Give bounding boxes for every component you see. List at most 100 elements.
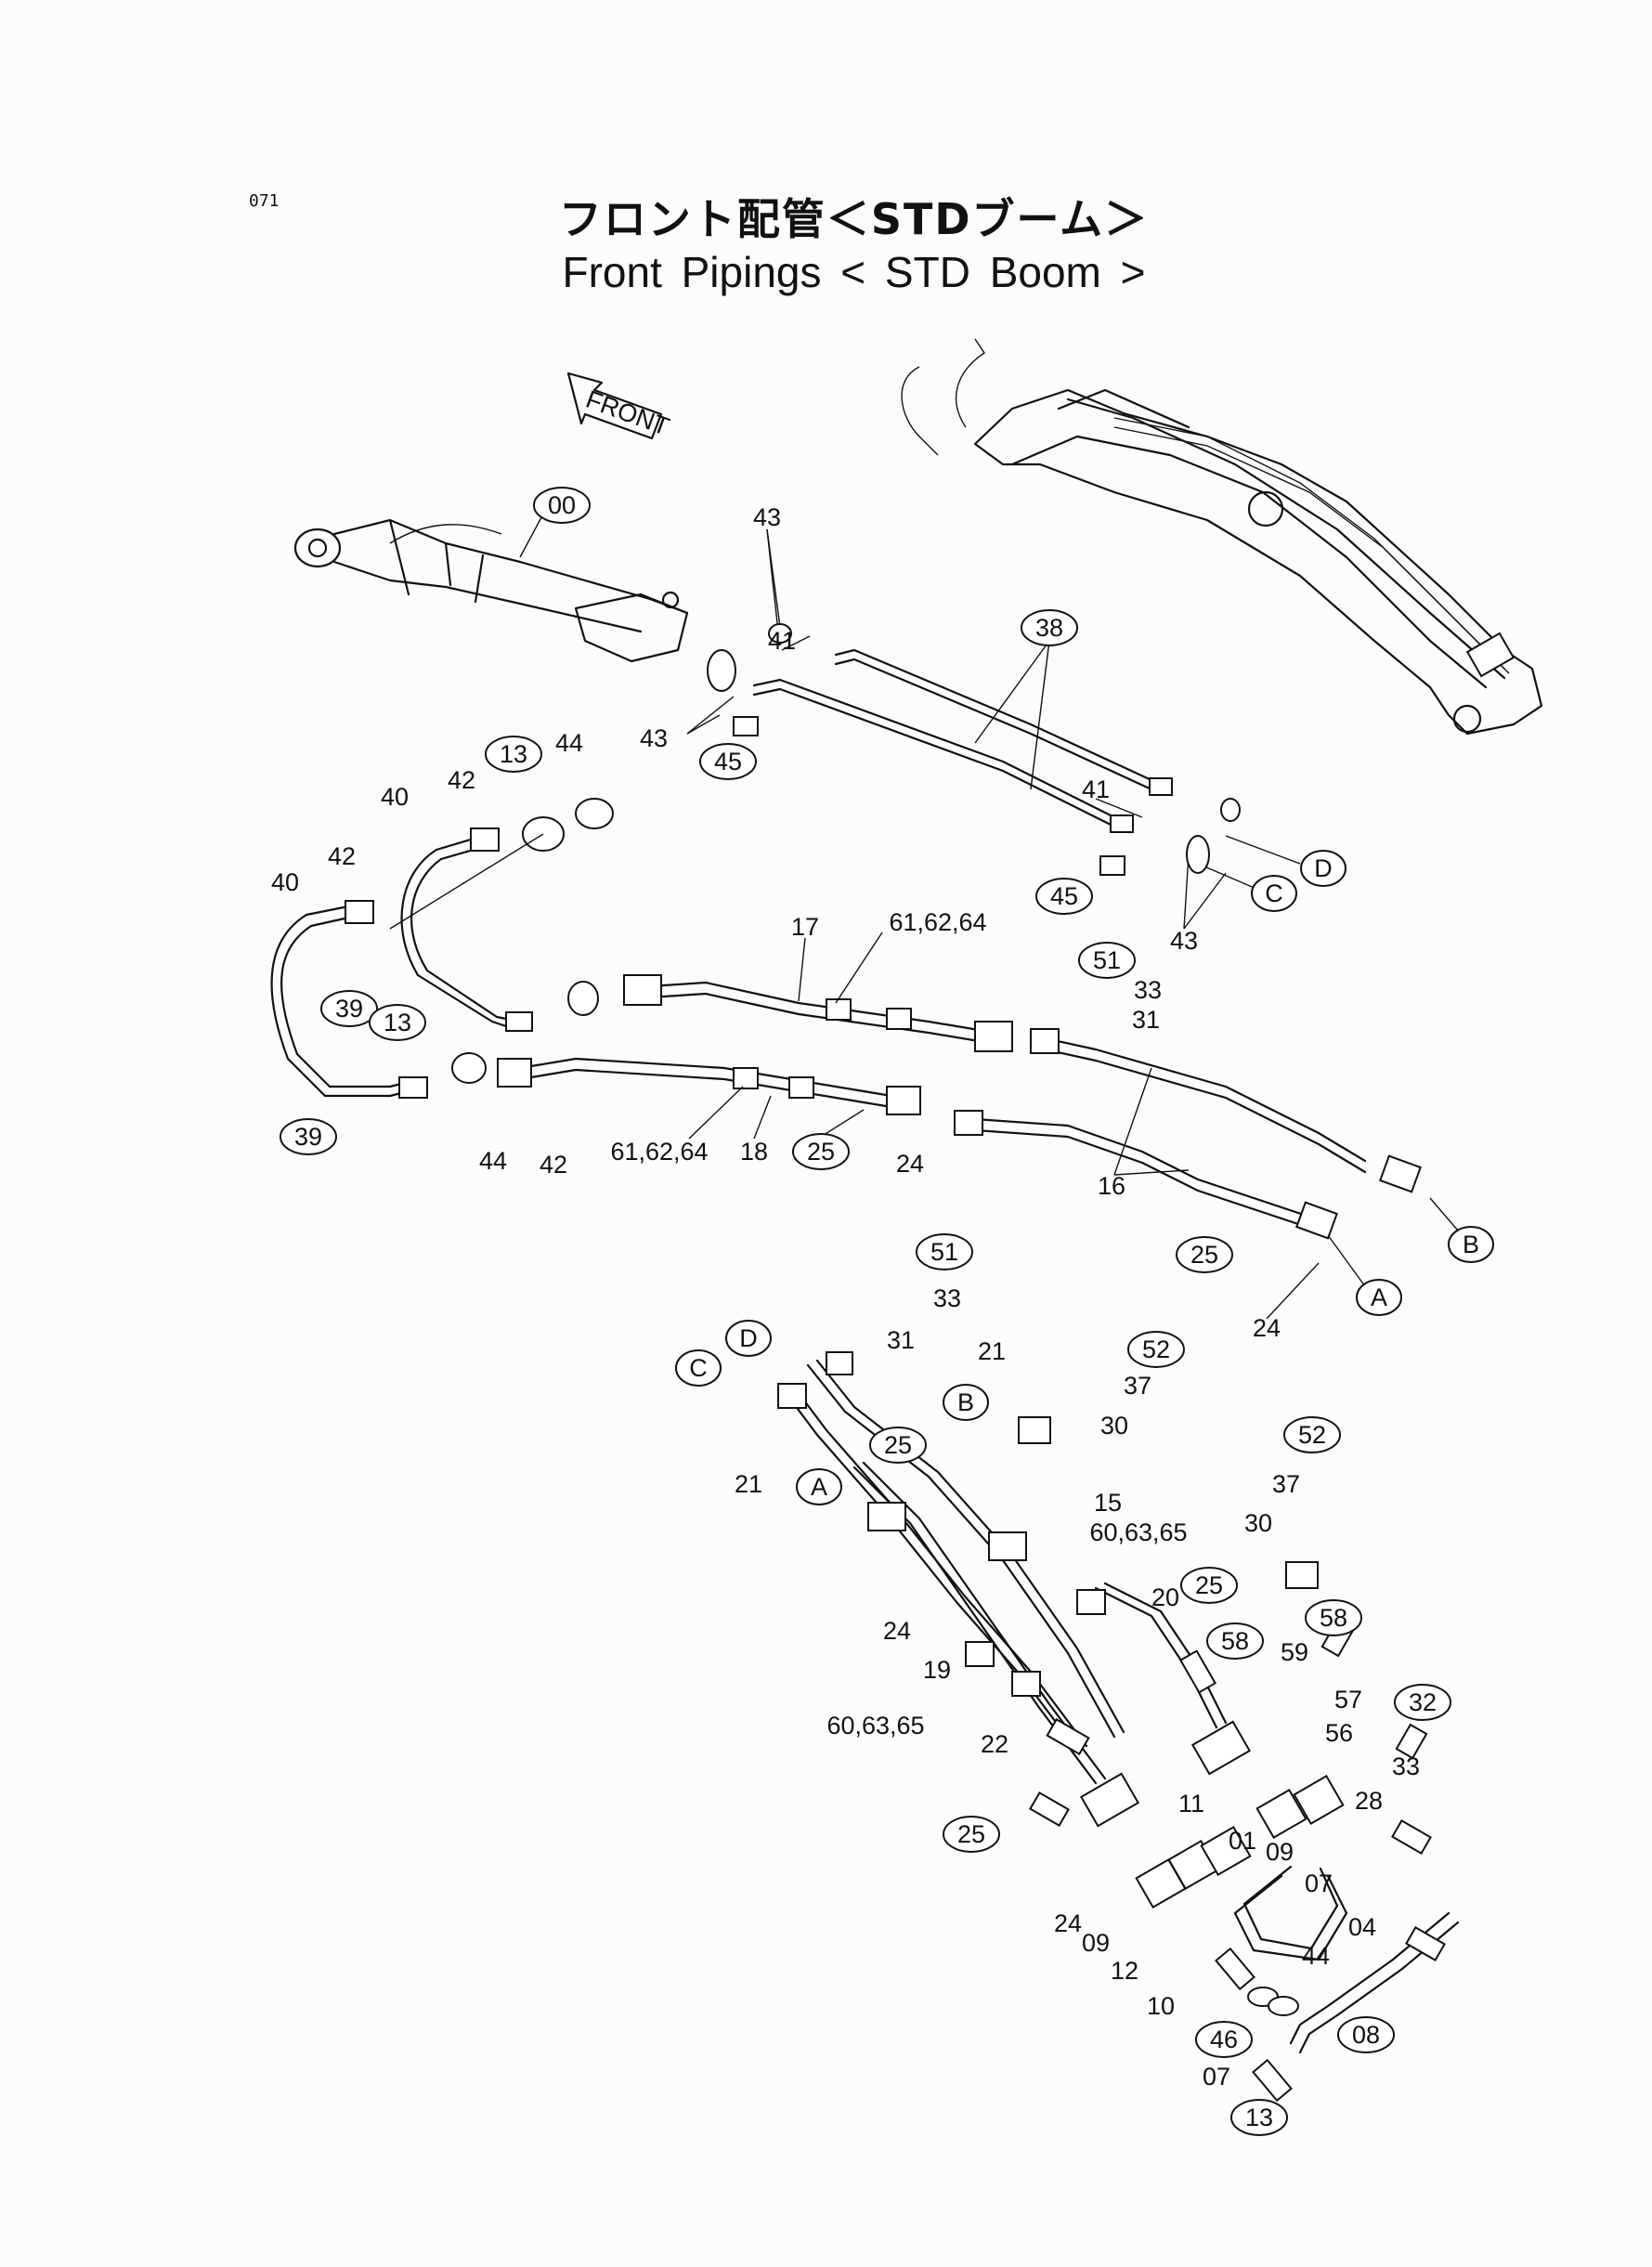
callout-c-24b: 24 [1253,1314,1281,1342]
callout-label: 30 [1100,1412,1128,1440]
page-title-japanese: フロント配管＜STDブーム＞ [558,194,1150,244]
callout-c-31b: 31 [887,1326,915,1354]
callout-c-60a: 60,63,65 [1089,1518,1187,1546]
callout-c-18: 18 [740,1138,768,1166]
callout-label: 42 [448,766,475,794]
callout-circle [485,736,542,773]
callout-label: 44 [1302,1942,1330,1970]
callout-label: 25 [884,1431,912,1459]
callout-circle [1195,2021,1253,2058]
hoses-40-39 [270,798,614,1099]
callout-label: A [811,1473,827,1501]
callout-circle [792,1133,850,1170]
callout-circle [796,1468,842,1505]
callout-circle [1448,1226,1494,1263]
callout-label: 51 [930,1238,958,1266]
callout-label: 60,63,65 [826,1712,924,1739]
callout-c-07b: 07 [1203,2063,1230,2091]
callout-label: 24 [1253,1314,1281,1342]
callout-c-25a: 25 [792,1133,850,1170]
callout-c-A1: A [1356,1279,1402,1316]
callout-circle [280,1118,337,1155]
callout-c-25c: 25 [869,1427,927,1464]
callout-circle [1127,1331,1185,1368]
callout-label: 37 [1124,1372,1151,1400]
callout-circle [320,990,378,1027]
callout-circle [943,1384,989,1421]
callout-label: 45 [714,748,742,775]
callout-c-A2: A [796,1468,842,1505]
callout-c-30a: 30 [1100,1412,1128,1440]
callout-c-24a: 24 [896,1150,924,1178]
callout-c-00: 00 [533,487,591,524]
callout-label: 10 [1147,1992,1175,2020]
callout-circle [1305,1599,1362,1636]
callout-label: B [1463,1231,1479,1258]
callout-c-09b: 09 [1082,1929,1110,1957]
callout-c-43c: 43 [1170,927,1198,955]
callout-label: 18 [740,1138,768,1166]
callout-c-44b: 44 [479,1147,507,1175]
page-title-english: Front Pipings < STD Boom > [562,248,1146,296]
callout-label: 17 [791,913,819,941]
callout-circle [533,487,591,524]
callout-label: 00 [548,491,576,519]
callout-c-41a: 41 [768,627,796,655]
callout-circle [869,1427,927,1464]
callout-label: 45 [1050,882,1078,910]
callout-label: 12 [1111,1957,1138,1985]
callout-label: 51 [1093,946,1121,974]
callout-c-30b: 30 [1244,1509,1272,1537]
callout-label: 25 [957,1820,985,1848]
callout-label: 33 [1392,1752,1420,1780]
callout-c-52b: 52 [1283,1416,1341,1453]
callout-circle [1180,1567,1238,1604]
callout-c-60b: 60,63,65 [826,1712,924,1739]
callout-c-45a: 45 [699,743,757,780]
callout-c-10: 10 [1147,1992,1175,2020]
callout-label: 01 [1229,1827,1256,1855]
callout-label: 15 [1094,1489,1122,1517]
callout-c-16: 16 [1098,1172,1125,1200]
callout-label: D [1314,854,1333,882]
callout-label: 22 [981,1730,1008,1758]
callout-circle [699,743,757,780]
callout-label: A [1371,1283,1387,1311]
callout-label: 56 [1325,1719,1353,1747]
callout-label: 13 [1245,2104,1273,2131]
callout-label: 07 [1305,1870,1333,1897]
callout-c-08: 08 [1337,2016,1395,2053]
callout-c-33b: 33 [933,1284,961,1312]
callout-label: 39 [294,1123,322,1151]
callout-label: 41 [768,627,796,655]
hose-38 [707,648,1241,876]
callout-label: 41 [1082,775,1110,803]
callout-c-22: 22 [981,1730,1008,1758]
callout-label: 43 [1170,927,1198,955]
callout-label: 31 [1132,1006,1160,1034]
callout-label: C [689,1354,708,1382]
callout-label: 38 [1035,614,1063,642]
callout-label: 52 [1142,1335,1170,1363]
front-arrow-label: FRONT [582,385,673,441]
callout-label: 33 [1134,976,1162,1004]
callout-label: 24 [896,1150,924,1178]
callout-label: 07 [1203,2063,1230,2091]
callout-label: C [1265,879,1283,907]
callout-label: 08 [1352,2021,1380,2049]
callout-c-57: 57 [1334,1686,1362,1713]
callout-c-42b: 42 [328,842,356,870]
callout-c-13a: 13 [485,736,542,773]
callout-c-45b: 45 [1035,878,1093,915]
callout-c-B2: B [943,1384,989,1421]
callout-label: 43 [753,503,781,531]
page-number: 071 [249,191,280,211]
callout-c-C1: C [1251,875,1297,912]
callout-label: 13 [500,740,527,768]
callout-circle [1300,850,1346,887]
callout-circle [1356,1279,1402,1316]
callout-label: 33 [933,1284,961,1312]
callout-circle [1035,878,1093,915]
callout-c-42a: 42 [448,766,475,794]
